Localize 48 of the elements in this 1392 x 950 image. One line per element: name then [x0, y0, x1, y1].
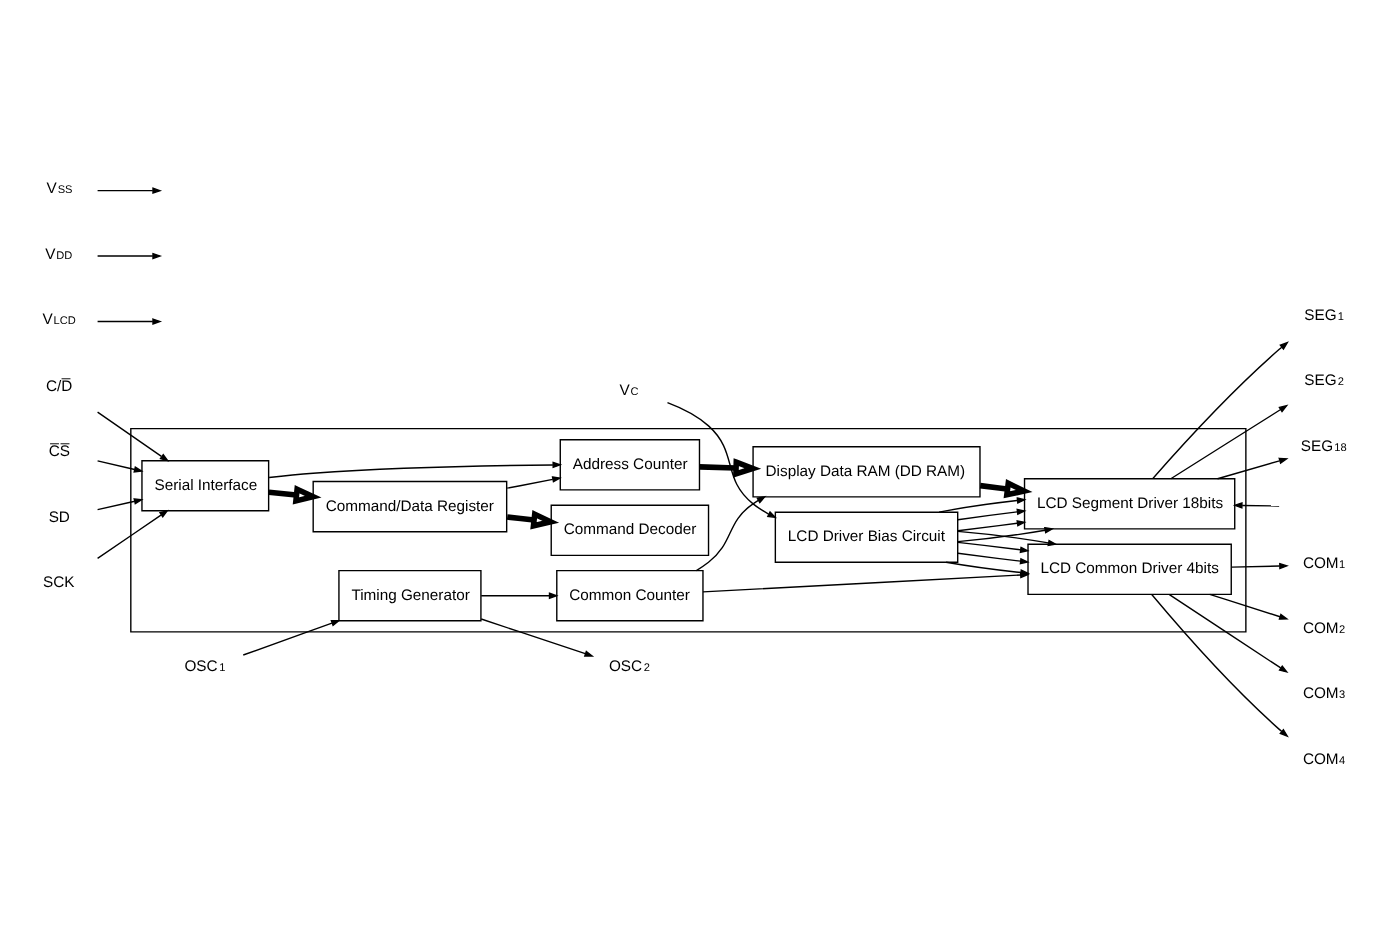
arrow — [480, 617, 595, 656]
arrow — [695, 494, 767, 571]
arrow — [96, 508, 169, 559]
arrow — [957, 529, 1058, 546]
arrow — [666, 400, 777, 518]
node-text: SD — [48, 506, 70, 525]
arrow — [957, 551, 1030, 564]
node-box: Display Data RAM (DD RAM) — [752, 445, 981, 497]
arrow — [1209, 592, 1289, 619]
arrow — [699, 457, 762, 477]
arrow — [268, 484, 322, 504]
arrow — [957, 540, 1030, 553]
arrow — [480, 591, 559, 599]
node-box: Common Counter — [556, 568, 704, 621]
arrow — [945, 560, 1031, 575]
node-box: LCD Common Driver 4bits — [1027, 542, 1232, 595]
arrow — [979, 477, 1033, 498]
arrow — [957, 507, 1027, 520]
node-box: LCD Driver Bias Circuit — [774, 510, 959, 562]
node-box: Timing Generator — [338, 568, 482, 621]
arrow — [268, 460, 563, 478]
node-box: Serial Interface — [141, 459, 270, 511]
node-box: Address Counter — [559, 438, 701, 490]
arrow — [1232, 501, 1280, 508]
arrow — [506, 475, 562, 488]
arrow — [96, 459, 144, 472]
node-text: SCK — [43, 572, 75, 591]
arrow — [938, 496, 1027, 512]
arrow — [1170, 403, 1289, 479]
node-text: C/D̅ — [45, 375, 73, 394]
arrow — [1216, 456, 1289, 479]
arrow — [242, 619, 341, 655]
arrow — [1151, 592, 1289, 737]
node-box: Command/Data Register — [312, 479, 508, 532]
arrow — [1168, 592, 1289, 673]
arrow — [957, 525, 1055, 542]
arrow — [1230, 561, 1289, 569]
arrow — [96, 251, 163, 259]
node-box: LCD Segment Driver 18bits — [1023, 477, 1236, 529]
node-box: Command Decoder — [550, 503, 710, 556]
node-text: C̅S̅ — [48, 441, 70, 460]
arrow — [96, 497, 144, 510]
arrow — [96, 317, 163, 324]
arrow — [506, 509, 560, 529]
arrow — [957, 518, 1027, 531]
arrow — [96, 410, 170, 461]
arrow — [96, 186, 163, 194]
arrow — [1152, 340, 1289, 479]
